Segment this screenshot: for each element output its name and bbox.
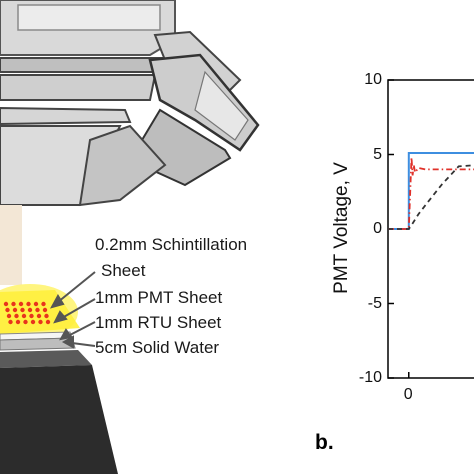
panel-b-label: b. <box>315 431 334 454</box>
y-tick-label: -10 <box>358 369 382 386</box>
series-line-1 <box>388 157 474 230</box>
beam-column <box>0 205 22 285</box>
pmt-dot <box>15 319 21 325</box>
linac-head <box>0 0 260 207</box>
pmt-dot <box>38 319 43 325</box>
pmt-dot <box>11 301 16 307</box>
y-tick-label: 0 <box>373 220 382 237</box>
y-tick-label: 10 <box>364 71 382 88</box>
pmt-dot <box>21 313 27 319</box>
label-scintillation-line2: Sheet <box>101 261 146 280</box>
pmt-dot <box>14 313 19 319</box>
pmt-dot <box>27 307 33 313</box>
pmt-dot <box>29 313 34 319</box>
pmt-dot <box>42 307 48 313</box>
series-line-0 <box>388 152 474 230</box>
solid-water-block <box>0 350 118 474</box>
label-arrows <box>49 271 96 349</box>
y-tick-label: -5 <box>367 294 382 312</box>
pmt-dot <box>35 307 40 313</box>
series-line-2 <box>388 164 474 230</box>
pmt-dot <box>33 301 39 307</box>
pmt-dot <box>30 319 36 325</box>
pmt-dot <box>26 301 31 307</box>
pmt-dot <box>36 313 42 319</box>
x-tick-label: 0 <box>403 386 413 403</box>
pmt-dot <box>3 301 9 307</box>
pmt-dot <box>20 307 25 313</box>
label-solid-water: 5cm Solid Water <box>95 338 220 357</box>
pmt-dot <box>45 319 51 325</box>
rtu-sheet-layer <box>0 337 76 351</box>
pmt-dot-array <box>3 301 51 325</box>
pmt-voltage-chart <box>387 79 474 379</box>
pmt-dot <box>8 319 13 325</box>
pmt-dot <box>18 301 24 307</box>
pmt-dot <box>44 313 49 319</box>
pmt-dot <box>6 313 12 319</box>
chart-series <box>388 152 474 230</box>
y-tick-label: 5 <box>373 145 382 163</box>
y-axis-label: PMT Voltage, V <box>331 162 352 294</box>
pmt-dot <box>12 307 18 313</box>
label-rtu-sheet: 1mm RTU Sheet <box>95 313 222 332</box>
label-scintillation-line1: 0.2mm Schintillation <box>95 235 248 254</box>
label-pmt-sheet: 1mm PMT Sheet <box>95 288 223 307</box>
pmt-dot <box>41 301 46 307</box>
pmt-dot <box>23 319 28 325</box>
pmt-dot <box>5 307 10 313</box>
